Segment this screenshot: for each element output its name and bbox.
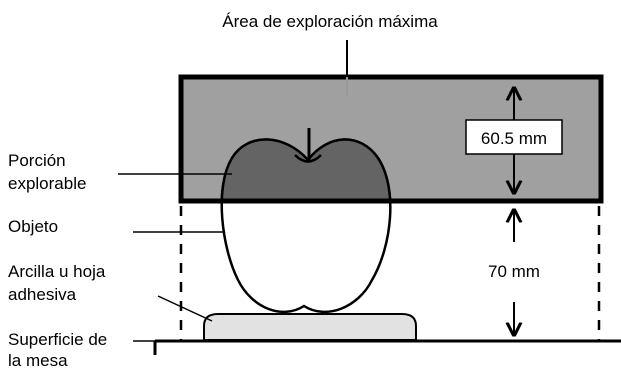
table-label-2: la mesa (8, 351, 68, 370)
max-scan-area-label: Área de exploración máxima (222, 12, 438, 31)
scan-height-label-box (465, 119, 563, 155)
clay-label-2: adhesiva (8, 285, 77, 304)
apple-stem-dimple (294, 154, 322, 163)
clay-sheet-shape (203, 313, 417, 341)
scannable-portion-label-1: Porción (8, 151, 66, 170)
scannable-portion-label-2: explorable (8, 174, 86, 193)
object-label: Objeto (8, 217, 58, 236)
clay-leader (157, 295, 213, 322)
clearance-label: 70 mm (488, 262, 540, 281)
clay-label-1: Arcilla u hoja (8, 262, 106, 281)
scan-height-label: 60.5 mm (481, 129, 547, 148)
scannable-portion-shape (220, 138, 392, 201)
table-label-1: Superficie de (8, 330, 107, 349)
